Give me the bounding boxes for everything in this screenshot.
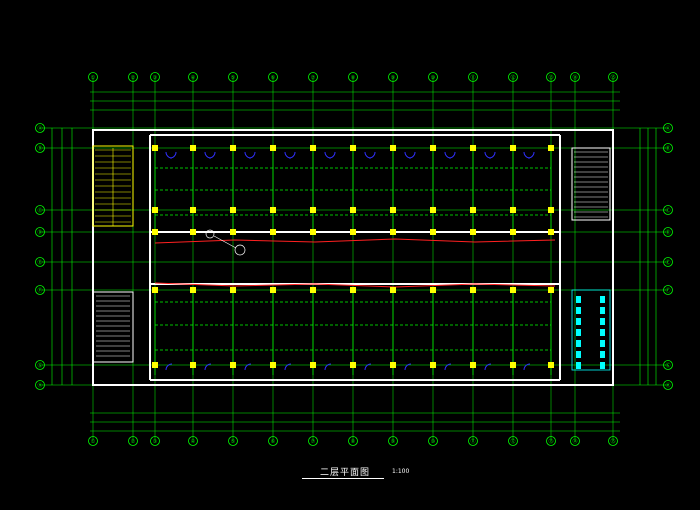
svg-text:⑥: ⑥	[271, 439, 276, 445]
axis-bubbles-right: Ⓐ Ⓑ Ⓒ Ⓓ Ⓔ Ⓕ Ⓖ Ⓗ	[663, 123, 673, 390]
svg-text:⑥: ⑥	[271, 75, 276, 81]
svg-text:⑫: ⑫	[510, 438, 515, 445]
svg-text:③: ③	[153, 439, 157, 445]
svg-text:Ⓓ: Ⓓ	[665, 229, 670, 236]
dimension-lines	[51, 91, 657, 432]
svg-text:⑪: ⑪	[470, 74, 475, 81]
svg-text:⑨: ⑨	[391, 439, 395, 445]
room-partitions	[154, 148, 552, 375]
svg-text:Ⓓ: Ⓓ	[37, 229, 42, 236]
svg-text:Ⓑ: Ⓑ	[37, 145, 42, 152]
svg-text:⑬: ⑬	[548, 438, 553, 445]
svg-text:②: ②	[131, 75, 136, 81]
svg-text:⑭: ⑭	[572, 438, 577, 445]
svg-text:⑩: ⑩	[431, 75, 436, 81]
axis-bubbles-left: Ⓐ Ⓑ Ⓒ Ⓓ Ⓔ Ⓕ Ⓖ Ⓗ	[35, 123, 45, 390]
svg-text:⑩: ⑩	[431, 439, 436, 445]
corridor-lines	[154, 238, 556, 288]
drawing-scale: 1:100	[392, 468, 410, 475]
svg-text:Ⓔ: Ⓔ	[665, 259, 670, 266]
svg-text:⑧: ⑧	[351, 439, 356, 445]
left-stair-block	[92, 145, 134, 363]
svg-text:④: ④	[191, 75, 196, 81]
svg-text:④: ④	[191, 439, 196, 445]
axis-bubbles-top: ① ② ③ ④ ⑤ ⑥ ⑦ ⑧ ⑨ ⑩ ⑪ ⑫ ⑬ ⑭ ⑮	[88, 72, 618, 82]
svg-text:②: ②	[131, 439, 136, 445]
svg-text:Ⓔ: Ⓔ	[37, 259, 42, 266]
svg-text:⑦: ⑦	[311, 439, 316, 445]
svg-text:①: ①	[91, 439, 96, 445]
svg-text:Ⓒ: Ⓒ	[37, 207, 42, 214]
svg-text:Ⓗ: Ⓗ	[665, 382, 670, 389]
right-stair-block	[571, 147, 611, 371]
horizontal-grid-lines	[40, 127, 668, 386]
svg-text:⑤: ⑤	[231, 75, 235, 81]
svg-text:⑫: ⑫	[510, 74, 515, 81]
svg-text:①: ①	[91, 75, 96, 81]
svg-text:Ⓒ: Ⓒ	[665, 207, 670, 214]
structural-columns	[152, 145, 554, 368]
svg-text:⑮: ⑮	[610, 438, 615, 445]
svg-text:Ⓗ: Ⓗ	[37, 382, 42, 389]
door-swings	[165, 151, 535, 371]
svg-text:⑬: ⑬	[548, 74, 553, 81]
svg-text:⑨: ⑨	[391, 75, 395, 81]
axis-bubbles-bottom: ① ② ③ ④ ⑤ ⑥ ⑦ ⑧ ⑨ ⑩ ⑪ ⑫ ⑬ ⑭ ⑮	[88, 436, 618, 446]
svg-text:⑮: ⑮	[610, 74, 615, 81]
svg-text:⑭: ⑭	[572, 74, 577, 81]
svg-text:⑦: ⑦	[311, 75, 316, 81]
drawing-title: 二层平面图	[320, 468, 371, 478]
svg-text:Ⓐ: Ⓐ	[37, 125, 42, 132]
svg-text:Ⓕ: Ⓕ	[37, 287, 42, 294]
title-underline	[302, 478, 384, 479]
svg-text:⑪: ⑪	[470, 438, 475, 445]
svg-text:⑧: ⑧	[351, 75, 356, 81]
svg-text:Ⓑ: Ⓑ	[665, 145, 670, 152]
svg-text:Ⓕ: Ⓕ	[665, 287, 670, 294]
detail-callout	[205, 229, 246, 256]
svg-text:⑤: ⑤	[231, 439, 235, 445]
svg-text:Ⓐ: Ⓐ	[665, 125, 670, 132]
svg-text:③: ③	[153, 75, 157, 81]
svg-text:Ⓖ: Ⓖ	[665, 362, 670, 369]
svg-text:Ⓖ: Ⓖ	[37, 362, 42, 369]
